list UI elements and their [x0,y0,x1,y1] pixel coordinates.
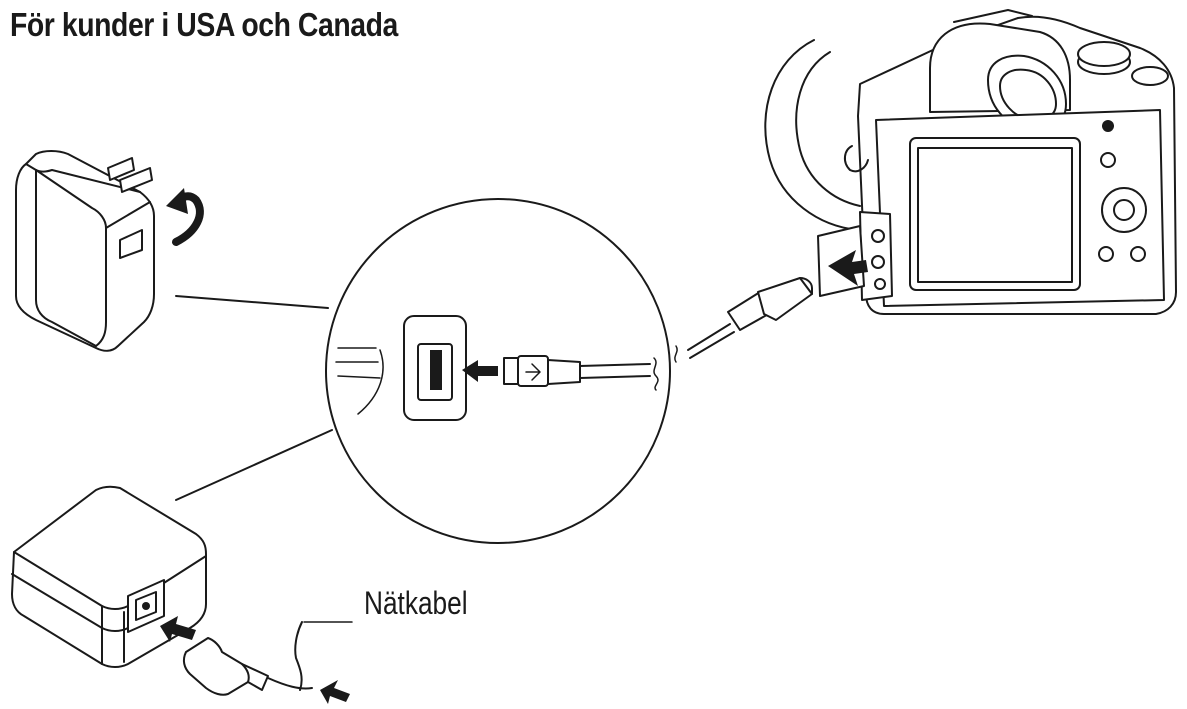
usb-cable [675,278,812,362]
wall-plug-adapter [16,151,200,351]
insert-arrow-icon [462,360,498,382]
diagram-title: För kunder i USA och Canada [10,6,398,43]
usb-symbol-icon [526,364,540,380]
power-cable-label: Nätkabel [364,585,468,621]
magnified-usb-port [176,199,670,543]
insert-arrow-icon [828,250,868,286]
usb-ac-adapter [12,487,352,704]
rotate-arrow-icon [166,188,188,214]
insert-arrow-icon [160,616,196,642]
pull-arrow-icon [320,680,350,704]
camera-body [765,10,1176,314]
usb-socket-icon [430,350,442,390]
